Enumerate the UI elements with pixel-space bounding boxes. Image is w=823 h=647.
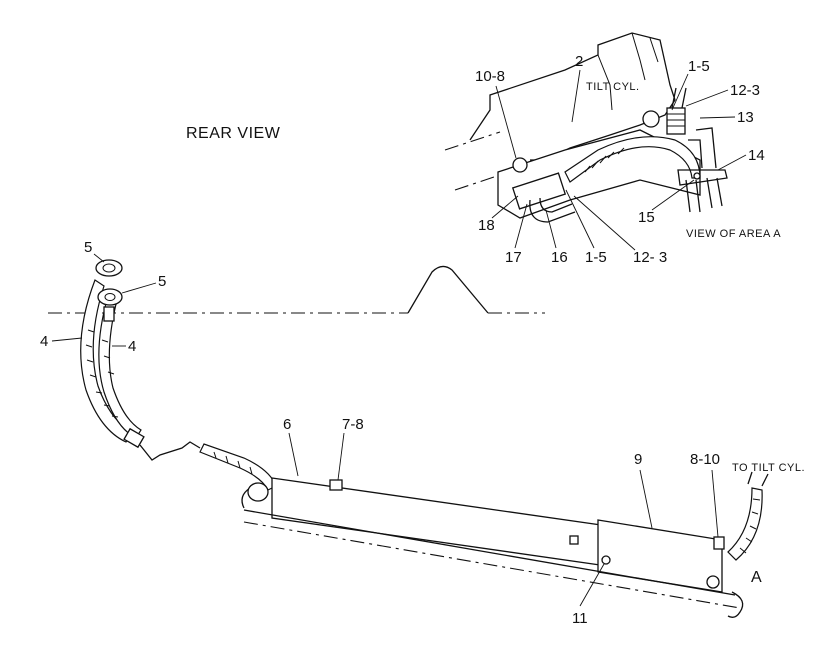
fitting-block [511,172,567,210]
leader-6 [288,432,299,477]
callout-18: 18 [478,217,495,234]
fitting-5-lower [97,288,123,306]
round-bar-end [727,591,744,618]
callout-15: 15 [638,209,655,226]
bolt-11 [601,555,611,565]
bolt-7-8 [329,479,343,491]
upper-pipe [671,87,687,109]
to-tilt-cyl-label: TO TILT CYL. [732,462,805,474]
frame-block-9 [597,519,723,593]
area-a-marker: A [751,569,762,586]
leader-11 [579,563,605,607]
right-tube-upper [688,127,717,169]
callout-12-3-top: 12-3 [730,82,760,99]
elbow-tube [529,199,576,223]
leader-14 [717,154,747,171]
callout-6: 6 [283,416,291,433]
rear-view-centerline [48,265,545,314]
hose-ferrule [123,427,145,449]
leader-2 [571,69,581,123]
leader-13 [699,116,736,119]
callout-8-10: 8-10 [690,451,720,468]
callout-9: 9 [634,451,642,468]
upper-fitting [666,107,686,135]
leader-1-5-bottom [565,189,595,249]
detail-center-line-lower [454,174,501,191]
callout-4-left: 4 [40,333,48,350]
fitting-5-lower-hole [104,293,116,301]
leader-12-3-bottom [573,195,636,251]
callout-12-3-bottom: 12- 3 [633,249,667,266]
round-bar-lower-edge [243,509,736,596]
leader-18 [491,195,519,219]
leader-7-8 [337,432,345,481]
fitting-5-upper [95,259,123,277]
upper-fitting-thread [667,113,685,127]
elbow-tube-inner [539,197,573,213]
left-hoses [80,259,145,449]
round-bar-bottom-line [243,521,741,609]
callout-1-5-top: 1-5 [688,58,710,75]
connecting-tube [139,441,201,461]
lower-hose-braid [213,451,253,475]
callout-5-lower: 5 [158,273,166,290]
tilt-cylinder-rib-2 [631,32,646,81]
leader-12-3-top [685,89,729,107]
detail-callouts: 10-8 2 TILT CYL. 1-5 12-3 13 14 15 VIEW … [475,53,781,266]
tilt-hose-end [747,471,769,487]
tilt-cylinder-rib-3 [649,37,659,63]
hose-to-tilt-cyl-braid [739,498,761,554]
callout-4-right: 4 [128,338,136,355]
detail-view-area-a [444,32,728,223]
tilt-cylinder-rib [597,54,613,111]
callout-14: 14 [748,147,765,164]
callout-1-5-bottom: 1-5 [585,249,607,266]
frame-pin-left [247,482,269,502]
callout-17: 17 [505,249,522,266]
tilt-cyl-label: TILT CYL. [586,81,640,93]
frame-pin-right [706,575,720,589]
callout-5-upper: 5 [84,239,92,256]
fitting-5-upper-hole [102,263,116,273]
bolt-upper [642,110,660,128]
view-of-area-a-label: VIEW OF AREA A [686,228,781,240]
detail-center-line [444,131,501,151]
leader-4-left [51,337,83,342]
leader-10-8 [495,85,517,159]
leader-5-lower [121,282,157,294]
leader-8-10 [711,469,719,538]
bolt-8-10 [713,536,725,550]
frame-nut [569,535,579,545]
leader-9 [639,469,653,529]
detail-hose-braid [584,147,625,173]
rear-view-title: REAR VIEW [186,125,281,142]
hose-4-braid [85,329,119,418]
main-frame [241,477,744,618]
callout-11: 11 [572,610,588,627]
leader-17 [514,203,528,249]
callout-16: 16 [551,249,568,266]
hose-4-right [98,295,142,439]
leader-15 [651,179,695,211]
tilt-cylinder-outline [469,32,676,161]
clamp-bolt [693,172,701,180]
callout-7-8: 7-8 [342,416,364,433]
callout-2: 2 [575,53,583,70]
leader-16 [545,209,557,249]
bolt-10-8 [512,157,528,173]
lower-tube-2 [706,177,723,209]
hose-to-tilt-cyl [727,487,763,561]
callout-10-8: 10-8 [475,68,505,85]
leader-5-upper [93,253,105,263]
lower-tube-clamp [677,169,728,186]
fitting-5-stem [103,306,115,322]
leader-1-5-top [671,73,689,111]
lower-hose-segment [199,443,277,491]
centerline-hump [407,265,489,314]
callout-13: 13 [737,109,754,126]
